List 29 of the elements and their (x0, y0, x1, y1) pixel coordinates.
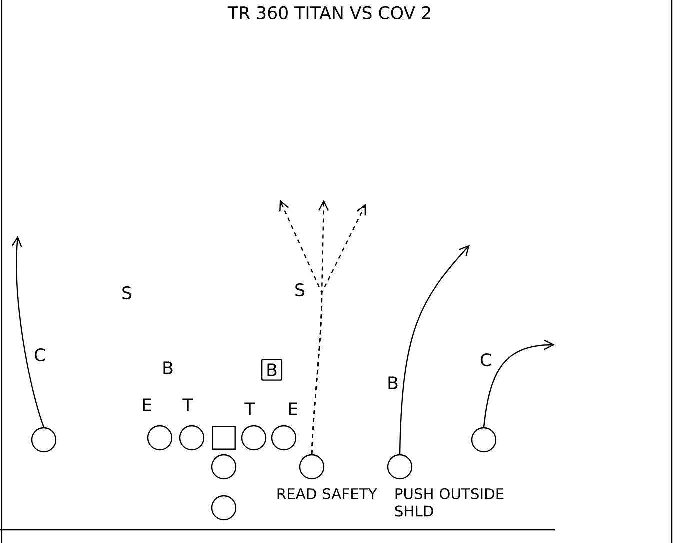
defender-letter: C (480, 353, 492, 367)
player-circle (147, 425, 173, 451)
player-circle (211, 495, 237, 521)
route-note: PUSH OUTSIDE SHLD (395, 488, 504, 517)
defender-letter: E (143, 398, 152, 412)
center-square (212, 426, 236, 450)
route-note: READ SAFETY (278, 488, 378, 500)
defender-letter: T (182, 398, 194, 412)
route-arrow (12, 236, 45, 428)
player-circle (179, 425, 205, 451)
player-circle (211, 454, 237, 480)
boxed-player: B (261, 359, 283, 381)
defender-letter: B (164, 362, 173, 374)
route-arrow (483, 340, 555, 428)
player-circle (387, 454, 413, 480)
defender-letter: E (289, 402, 298, 416)
route-arrow (399, 245, 470, 454)
player-circle (271, 425, 297, 451)
defender-letter: B (388, 376, 398, 390)
player-circle (471, 427, 497, 453)
player-circle (241, 425, 267, 451)
defender-letter: C (34, 348, 46, 362)
defender-letter: S (122, 286, 132, 300)
defender-letter: T (244, 402, 256, 416)
route-arrow (311, 204, 366, 454)
player-circle (299, 454, 325, 480)
title: TR 360 TITAN VS COV 2 (228, 6, 430, 20)
defender-letter: S (296, 283, 305, 297)
player-circle (31, 427, 57, 453)
